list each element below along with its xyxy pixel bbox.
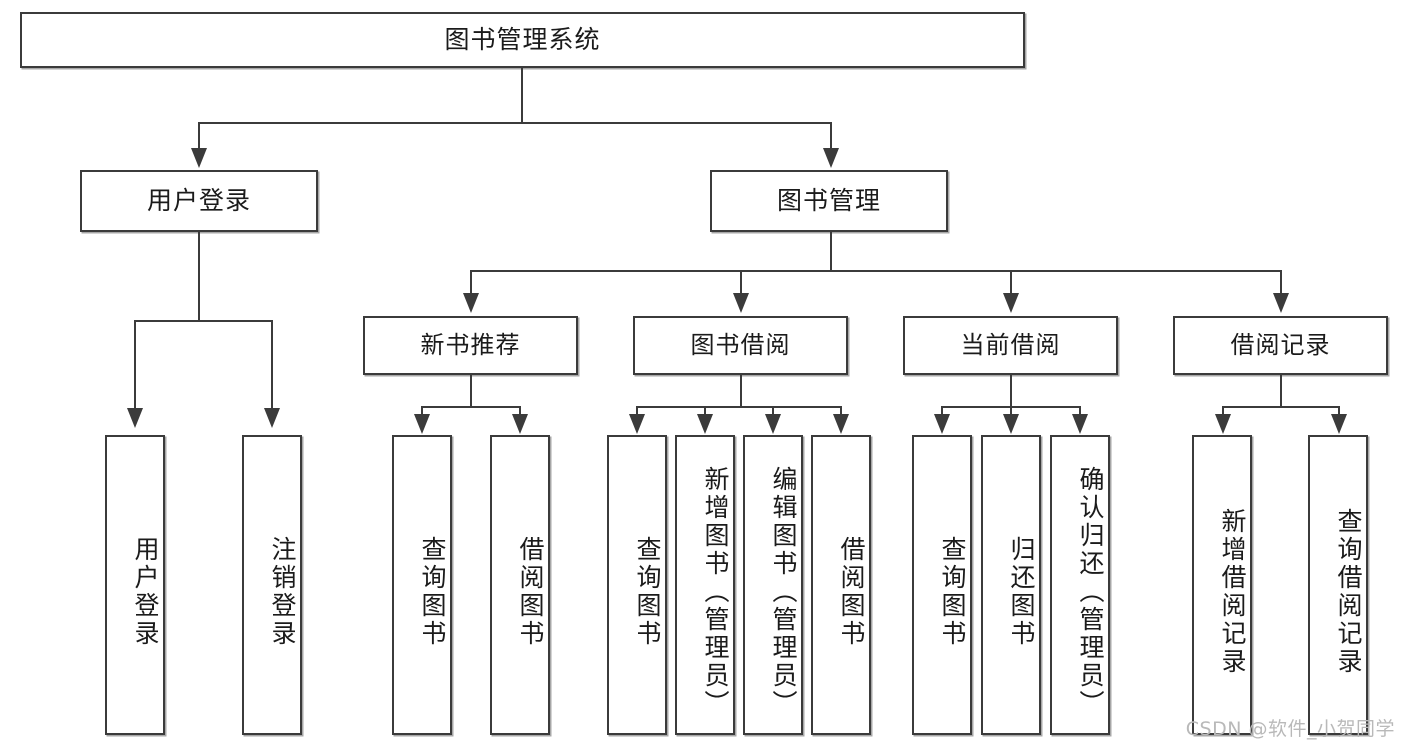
connector-root-stem [521,68,523,123]
connector-user-login-bus [134,320,272,322]
arrow-book-borrow-leaf-1 [629,414,645,434]
arrow-to-book-borrow [733,293,749,313]
connector-book-borrow-leaf-3 [772,406,774,418]
arrow-borrow-records-leaf-2 [1331,414,1347,434]
arrow-user-login-leaf-1 [127,408,143,428]
connector-book-borrow-leaf-1 [636,406,638,418]
leaf-user-login[interactable]: 用户登录 [105,435,165,735]
arrow-new-book-leaf-2 [512,414,528,434]
leaf-logout-login[interactable]: 注销登录 [242,435,302,735]
arrow-to-borrow-records [1273,293,1289,313]
leaf-query-book-recommend[interactable]: 查询图书 [392,435,452,735]
connector-current-borrow-leaf-1 [941,406,943,418]
node-current-borrow[interactable]: 当前借阅 [903,316,1118,375]
arrow-root-to-book-mgmt [823,148,839,168]
leaf-borrow-book[interactable]: 借阅图书 [811,435,871,735]
connector-current-borrow-stem [1010,375,1012,408]
leaf-confirm-return-admin[interactable]: 确认归还（管理员） [1050,435,1110,735]
connector-book-borrow-leaf-4 [840,406,842,418]
node-user-login[interactable]: 用户登录 [80,170,318,232]
node-root-system[interactable]: 图书管理系统 [20,12,1025,68]
connector-user-login-leaf-1 [134,320,136,410]
connector-current-borrow-leaf-2 [1010,406,1012,418]
arrow-book-borrow-leaf-4 [833,414,849,434]
connector-new-book-stem [470,375,472,408]
connector-borrow-records-leaf-1 [1222,406,1224,418]
node-borrow-records[interactable]: 借阅记录 [1173,316,1388,375]
arrow-borrow-records-leaf-1 [1215,414,1231,434]
connector-to-book-borrow [740,270,742,295]
connector-book-mgmt-stem [830,232,832,272]
node-book-management[interactable]: 图书管理 [710,170,948,232]
arrow-to-new-book [463,293,479,313]
arrow-root-to-user-login [191,148,207,168]
leaf-return-book[interactable]: 归还图书 [981,435,1041,735]
connector-root-bus [198,122,832,124]
node-book-borrow[interactable]: 图书借阅 [633,316,848,375]
arrow-book-borrow-leaf-3 [765,414,781,434]
leaf-borrow-book-recommend[interactable]: 借阅图书 [490,435,550,735]
arrow-user-login-leaf-2 [264,408,280,428]
connector-user-login-leaf-2 [271,320,273,410]
leaf-query-book-current[interactable]: 查询图书 [912,435,972,735]
connector-book-borrow-leaf-2 [704,406,706,418]
connector-new-book-leaf-1 [421,406,423,418]
arrow-current-borrow-leaf-2 [1003,414,1019,434]
leaf-query-book-borrow[interactable]: 查询图书 [607,435,667,735]
connector-borrow-records-stem [1280,375,1282,408]
connector-root-to-book-mgmt [830,122,832,150]
arrow-to-current-borrow [1003,293,1019,313]
connector-user-login-stem [198,232,200,322]
connector-to-new-book [470,270,472,295]
connector-borrow-records-bus [1222,406,1339,408]
leaf-add-borrow-record[interactable]: 新增借阅记录 [1192,435,1252,735]
connector-level3-bus [470,270,1281,272]
arrow-new-book-leaf-1 [414,414,430,434]
connector-root-to-user-login [198,122,200,150]
node-new-book-recommend[interactable]: 新书推荐 [363,316,578,375]
leaf-add-book-admin[interactable]: 新增图书（管理员） [675,435,735,735]
arrow-book-borrow-leaf-2 [697,414,713,434]
connector-book-borrow-stem [740,375,742,408]
arrow-current-borrow-leaf-3 [1072,414,1088,434]
leaf-query-borrow-record[interactable]: 查询借阅记录 [1308,435,1368,735]
connector-to-current-borrow [1010,270,1012,295]
leaf-edit-book-admin[interactable]: 编辑图书（管理员） [743,435,803,735]
connector-borrow-records-leaf-2 [1338,406,1340,418]
connector-book-borrow-bus [636,406,841,408]
arrow-current-borrow-leaf-1 [934,414,950,434]
connector-new-book-leaf-2 [519,406,521,418]
connector-new-book-bus [421,406,520,408]
connector-to-borrow-records [1280,270,1282,295]
connector-current-borrow-leaf-3 [1079,406,1081,418]
